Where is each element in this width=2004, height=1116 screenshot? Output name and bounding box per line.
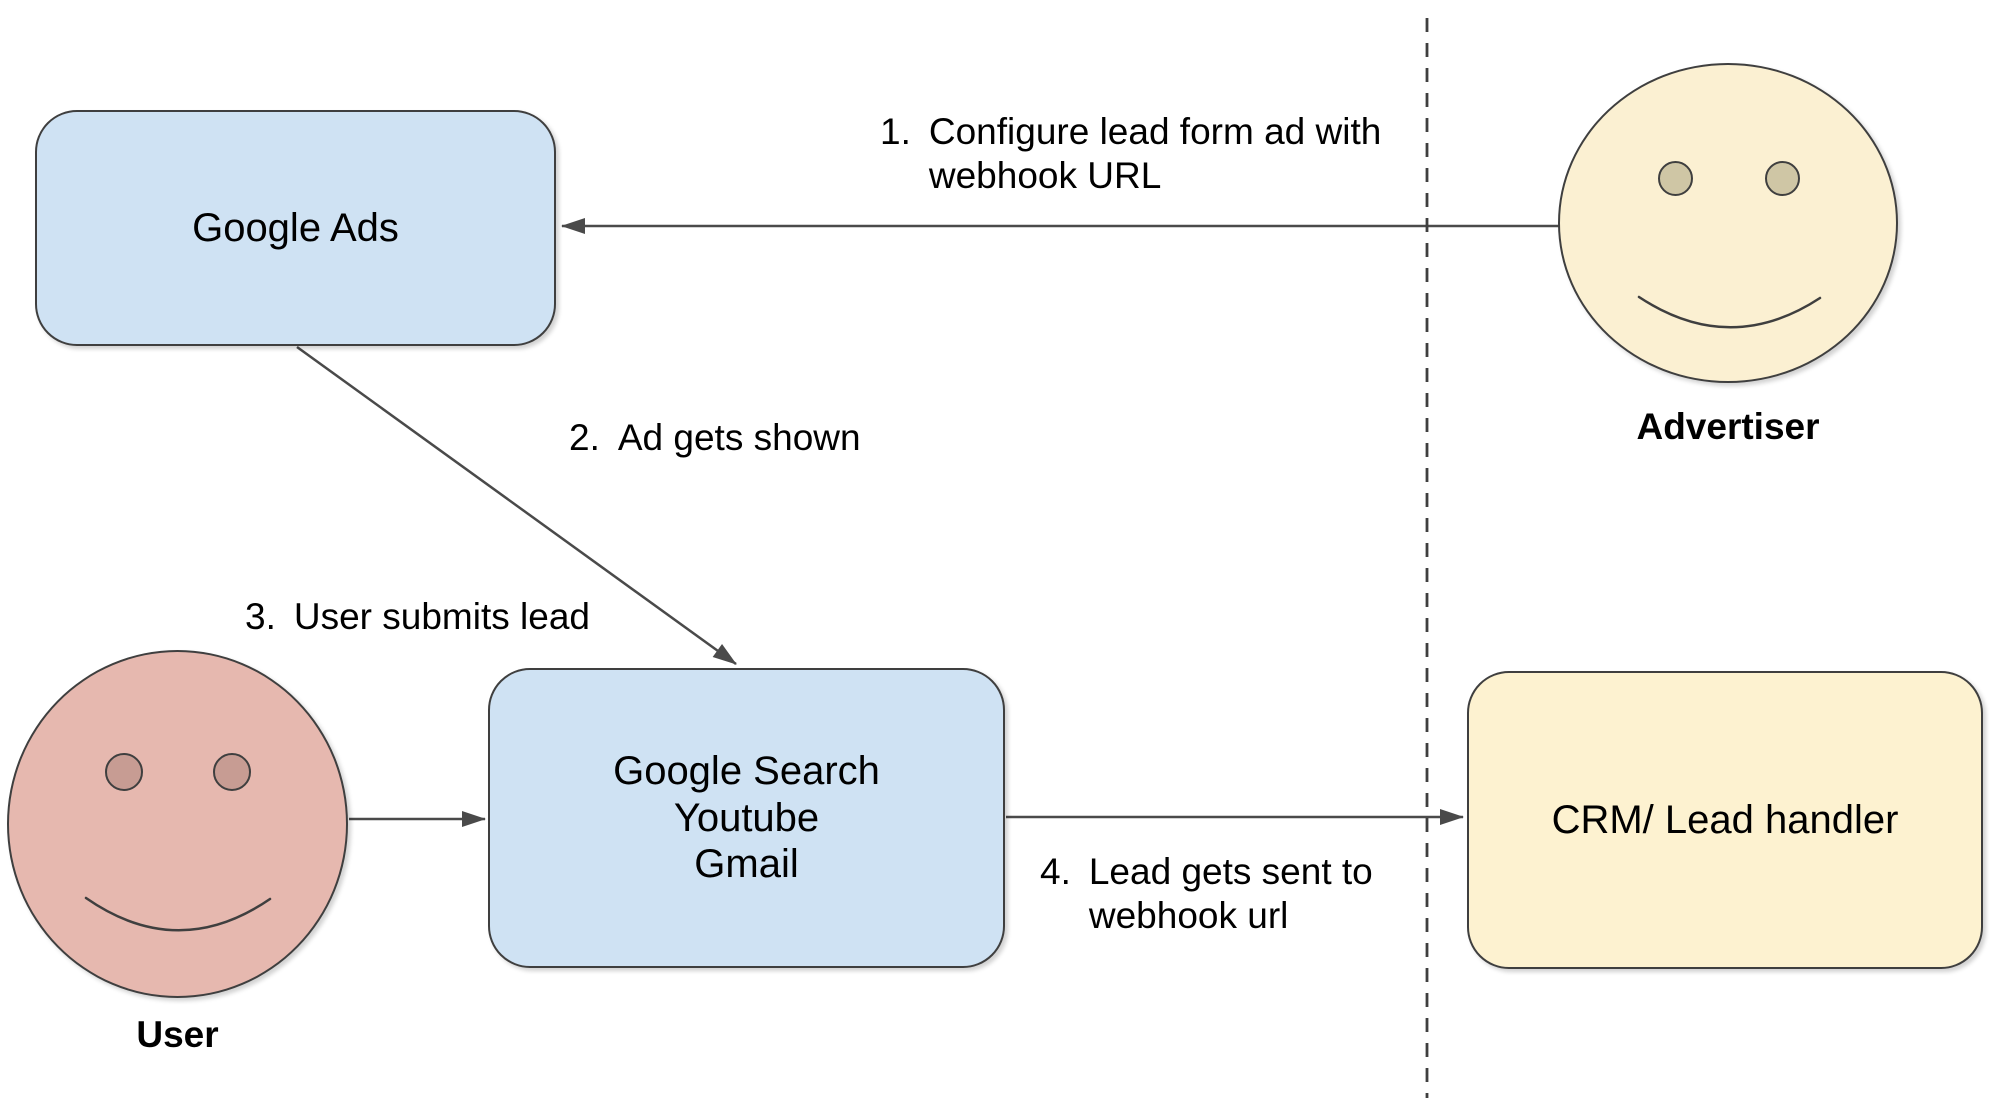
step-1-number: 1. [880, 111, 911, 152]
step-2-text: Ad gets shown [617, 417, 861, 458]
node-google-ads: Google Ads [35, 110, 556, 346]
user-left-eye-icon [105, 753, 143, 791]
node-crm: CRM/ Lead handler [1467, 671, 1983, 969]
node-crm-label: CRM/ Lead handler [1551, 797, 1899, 842]
user-label: User [136, 1014, 219, 1055]
step-2-number: 2. [569, 417, 600, 458]
node-google-ads-label: Google Ads [192, 205, 399, 250]
advertiser-right-eye-icon [1765, 161, 1800, 196]
step-1-label: 1. Configure lead form ad with webhook U… [880, 110, 1381, 197]
node-google-properties: Google Search Youtube Gmail [488, 668, 1005, 968]
step-3-number: 3. [245, 596, 276, 637]
step-3-text: User submits lead [293, 596, 590, 637]
arrow-google-ads-to-properties [296, 345, 737, 666]
node-google-properties-label: Google Search Youtube Gmail [613, 749, 880, 887]
step-4-label: 4. Lead gets sent to webhook url [1040, 850, 1373, 937]
step-2-label: 2. Ad gets shown [569, 416, 861, 460]
advertiser-smile-icon [1637, 295, 1822, 329]
step-1-text: Configure lead form ad with webhook URL [928, 111, 1382, 196]
step-4-text: Lead gets sent to webhook url [1088, 851, 1373, 936]
user-right-eye-icon [213, 753, 251, 791]
step-3-label: 3. User submits lead [245, 595, 590, 639]
user-smile-icon [84, 896, 272, 932]
step-4-number: 4. [1040, 851, 1071, 892]
user-face-icon [7, 650, 348, 998]
advertiser-left-eye-icon [1658, 161, 1693, 196]
advertiser-face-icon [1558, 63, 1898, 383]
advertiser-label: Advertiser [1636, 406, 1820, 447]
